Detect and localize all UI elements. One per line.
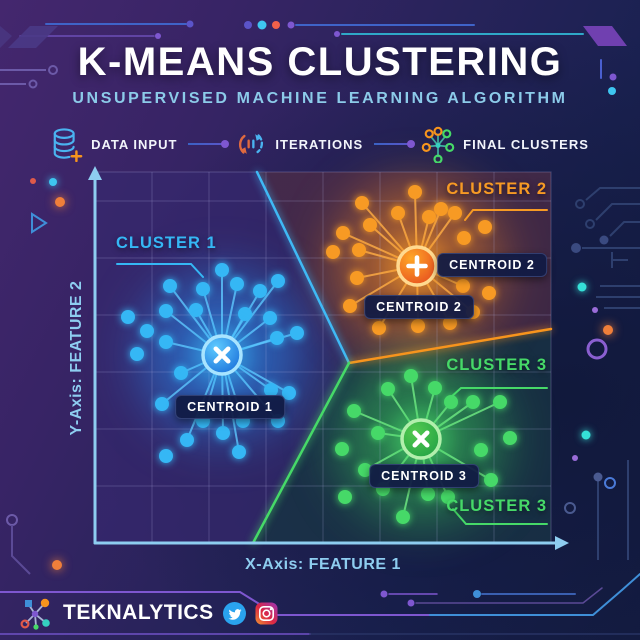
twitter-icon[interactable]: [222, 601, 246, 625]
instagram-icon[interactable]: [255, 601, 278, 625]
